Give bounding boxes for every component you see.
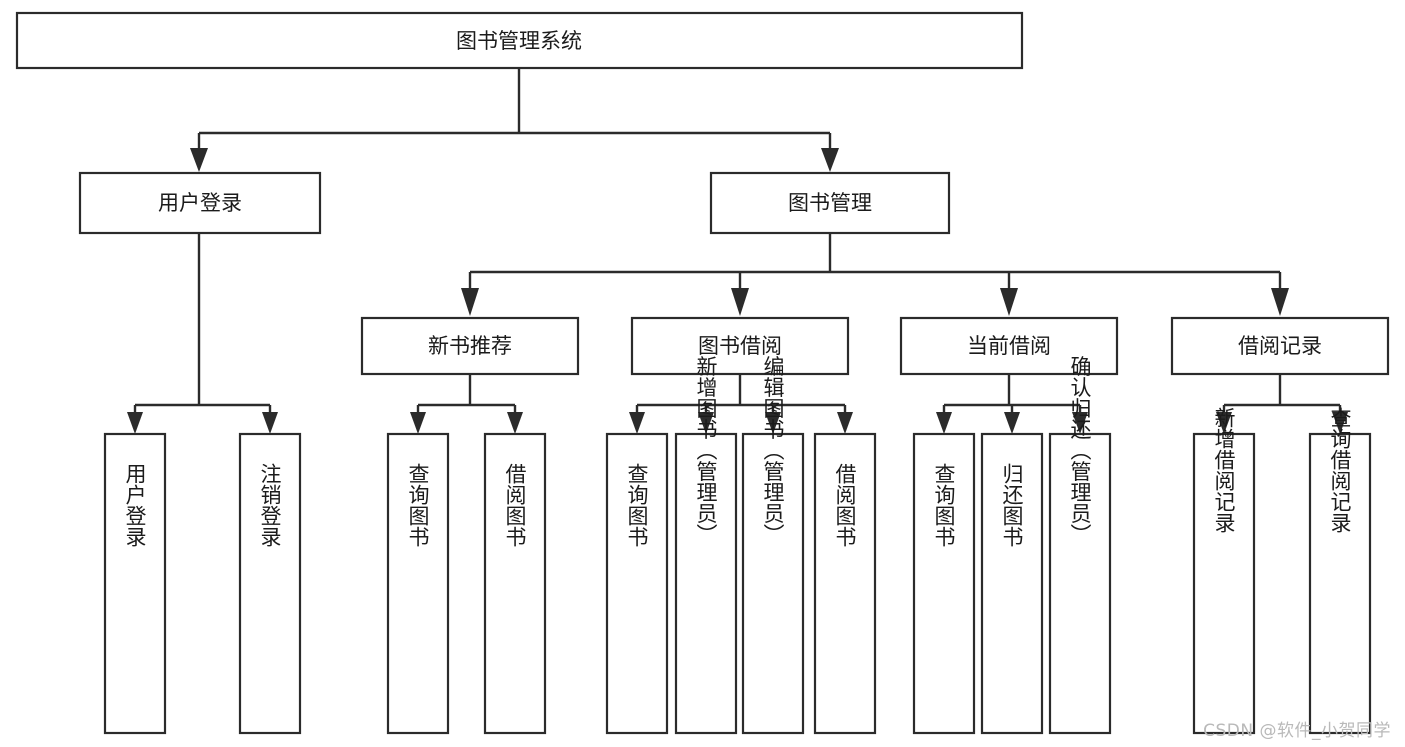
node-current-borrow-label: 当前借阅 [967, 334, 1051, 358]
arrow-head-leaf-logout-login [262, 412, 278, 434]
node-leaf-query-book-1-label: 查询图书 [406, 463, 430, 547]
node-leaf-add-book-label: 新增图书（管理员） [694, 356, 718, 545]
node-leaf-borrow-book-1-box[interactable] [483, 432, 547, 735]
node-leaf-confirm-return-box[interactable] [1048, 432, 1112, 735]
node-leaf-edit-book-box[interactable] [741, 432, 805, 735]
node-leaf-confirm-return-label: 确认归还（管理员） [1068, 356, 1092, 545]
node-book-management-box[interactable] [709, 171, 951, 235]
node-user-login-box[interactable] [78, 171, 322, 235]
node-leaf-query-book-2-box[interactable] [605, 432, 669, 735]
node-leaf-add-record-box[interactable] [1192, 432, 1256, 735]
node-leaf-query-book-3[interactable]: 查询图书 [912, 432, 976, 735]
node-user-login-label: 用户登录 [158, 191, 242, 215]
arrow-head-current-borrow [1000, 288, 1018, 316]
node-leaf-query-record-box[interactable] [1308, 432, 1372, 735]
arrow-head-leaf-confirm-return [1072, 412, 1088, 434]
node-leaf-add-book-box[interactable] [674, 432, 738, 735]
node-leaf-query-book-3-box[interactable] [912, 432, 976, 735]
arrow-head-book-borrow [731, 288, 749, 316]
node-leaf-query-book-2-label: 查询图书 [625, 463, 649, 547]
arrow-head-leaf-return-book [1004, 412, 1020, 434]
node-borrow-record[interactable]: 借阅记录 [1170, 316, 1390, 376]
node-root[interactable]: 图书管理系统 [15, 11, 1024, 70]
node-leaf-return-book-label: 归还图书 [1000, 463, 1024, 547]
node-book-borrow-box[interactable] [630, 316, 850, 376]
node-user-login[interactable]: 用户登录 [78, 171, 322, 235]
node-leaf-return-book-box[interactable] [980, 432, 1044, 735]
arrow-head-leaf-add-book [698, 412, 714, 434]
connector-newbook-to-leaves [410, 374, 523, 434]
node-new-book-recommend-label: 新书推荐 [428, 334, 512, 358]
node-leaf-confirm-return[interactable]: 确认归还（管理员） [1048, 356, 1112, 735]
arrow-head-leaf-edit-book [765, 412, 781, 434]
connector-borrowrecord-to-leaves [1216, 374, 1348, 434]
arrow-head-leaf-borrow-book-2 [837, 412, 853, 434]
node-leaf-query-book-1-box[interactable] [386, 432, 450, 735]
node-borrow-record-label: 借阅记录 [1238, 334, 1322, 358]
node-leaf-add-book[interactable]: 新增图书（管理员） [674, 356, 738, 735]
connector-bookborrow-to-leaves [629, 374, 853, 434]
arrow-head-leaf-query-record [1332, 412, 1348, 434]
node-leaf-logout-login-label: 注销登录 [258, 463, 282, 547]
node-leaf-user-login-box[interactable] [103, 432, 167, 735]
node-leaf-logout-login-box[interactable] [238, 432, 302, 735]
node-leaf-borrow-book-2[interactable]: 借阅图书 [813, 432, 877, 735]
node-leaf-query-book-3-label: 查询图书 [932, 463, 956, 547]
node-leaf-borrow-book-2-box[interactable] [813, 432, 877, 735]
arrow-head-leaf-borrow-book-1 [507, 412, 523, 434]
node-book-management-label: 图书管理 [788, 191, 872, 215]
node-leaf-logout-login[interactable]: 注销登录 [238, 432, 302, 735]
node-leaf-edit-book-label: 编辑图书（管理员） [761, 356, 785, 545]
node-leaf-edit-book[interactable]: 编辑图书（管理员） [741, 356, 805, 735]
node-leaf-add-record-label: 新增借阅记录 [1212, 407, 1236, 533]
node-book-borrow-label: 图书借阅 [698, 334, 782, 358]
node-new-book-recommend-box[interactable] [360, 316, 580, 376]
node-leaf-borrow-book-1-label: 借阅图书 [503, 463, 527, 547]
node-leaf-user-login[interactable]: 用户登录 [103, 432, 167, 735]
node-book-management[interactable]: 图书管理 [709, 171, 951, 235]
arrow-head-leaf-query-book-3 [936, 412, 952, 434]
arrow-head-book-management [821, 148, 839, 172]
connector-userlogin-to-leaves [127, 233, 278, 434]
node-leaf-query-record[interactable]: 查询借阅记录 [1308, 407, 1372, 735]
arrow-head-user-login [190, 148, 208, 172]
csdn-watermark: CSDN @软件_小贺同学 [1203, 721, 1391, 741]
node-borrow-record-box[interactable] [1170, 316, 1390, 376]
node-root-label: 图书管理系统 [456, 29, 582, 53]
node-leaf-borrow-book-1[interactable]: 借阅图书 [483, 432, 547, 735]
connector-currentborrow-to-leaves [936, 374, 1088, 434]
node-leaf-add-record[interactable]: 新增借阅记录 [1192, 407, 1256, 735]
node-leaf-return-book[interactable]: 归还图书 [980, 432, 1044, 735]
node-current-borrow[interactable]: 当前借阅 [899, 316, 1119, 376]
node-leaf-query-book-1[interactable]: 查询图书 [386, 432, 450, 735]
node-leaf-borrow-book-2-label: 借阅图书 [833, 463, 857, 547]
node-book-borrow[interactable]: 图书借阅 [630, 316, 850, 376]
node-leaf-query-book-2[interactable]: 查询图书 [605, 432, 669, 735]
node-current-borrow-box[interactable] [899, 316, 1119, 376]
arrow-head-borrow-record [1271, 288, 1289, 316]
connector-root-to-level2 [190, 68, 839, 172]
arrow-head-leaf-add-record [1216, 412, 1232, 434]
arrow-head-leaf-query-book-1 [410, 412, 426, 434]
node-leaf-user-login-label: 用户登录 [123, 463, 147, 547]
arrow-head-leaf-query-book-2 [629, 412, 645, 434]
node-root-box[interactable] [15, 11, 1024, 70]
node-leaf-query-record-label: 查询借阅记录 [1328, 407, 1352, 533]
connector-bookmgmt-to-level3 [461, 233, 1289, 316]
arrow-head-leaf-user-login [127, 412, 143, 434]
arrow-head-new-book-recommend [461, 288, 479, 316]
node-new-book-recommend[interactable]: 新书推荐 [360, 316, 580, 376]
